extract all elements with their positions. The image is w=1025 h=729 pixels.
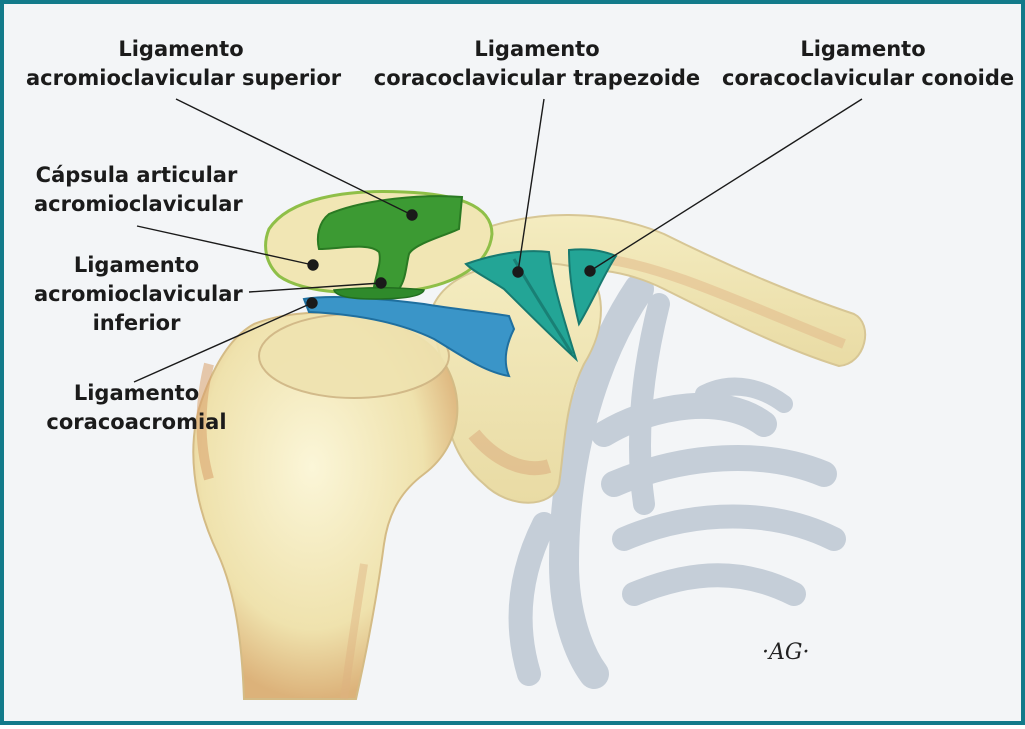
leader-line-coracoacromial xyxy=(133,302,313,383)
shoulder-illustration xyxy=(133,98,867,700)
label-line: acromioclavicular xyxy=(34,282,243,306)
rib xyxy=(612,504,846,551)
scapula-shadow xyxy=(468,429,552,476)
leader-line-ac-inferior xyxy=(248,282,382,293)
leader-dot-trapezoid xyxy=(512,266,524,278)
ac-inferior-ligament xyxy=(333,287,425,300)
rib xyxy=(591,392,777,447)
label-coracoacromial: Ligamento coracoacromial xyxy=(44,379,229,437)
coracoacromial-ligament xyxy=(302,295,516,378)
label-line: Ligamento xyxy=(800,37,926,61)
rib xyxy=(508,512,556,686)
leader-dot-coracoacromial xyxy=(306,297,318,309)
trapezoid-ligament xyxy=(464,250,579,363)
leader-lines xyxy=(133,98,863,383)
leader-dot-ac-inferior xyxy=(375,277,387,289)
label-conoid: Ligamento coracoclavicular conoide xyxy=(722,35,1015,93)
label-line: Ligamento xyxy=(73,253,200,277)
leader-line-capsule xyxy=(136,225,314,266)
leader-line-conoid xyxy=(589,98,863,272)
humerus-shadow xyxy=(196,362,214,481)
leader-line-ac-superior xyxy=(175,98,413,216)
leader-dot-capsule xyxy=(307,259,319,271)
label-line: Ligamento xyxy=(118,37,244,61)
label-ac-inferior: Ligamento acromioclavicular inferior xyxy=(34,251,243,338)
rib xyxy=(601,445,837,497)
label-line: Ligamento xyxy=(73,381,200,405)
leader-dot-conoid xyxy=(584,265,596,277)
rib xyxy=(695,377,793,413)
label-line: coracoacromial xyxy=(46,410,227,434)
artist-signature: ·AG· xyxy=(762,640,810,665)
label-line: acromioclavicular superior xyxy=(26,66,342,90)
label-line: Cápsula articular xyxy=(35,163,238,187)
label-line: coracoclavicular trapezoide xyxy=(373,66,701,90)
leader-dot-ac-superior xyxy=(406,209,418,221)
label-line: acromioclavicular xyxy=(34,192,243,216)
rib xyxy=(622,563,806,606)
conoid-ligament xyxy=(567,248,618,327)
leader-line-trapezoid xyxy=(517,98,545,273)
label-ac-superior: Ligamento acromioclavicular superior xyxy=(26,35,342,93)
clavicle-shadow xyxy=(603,254,846,349)
rib xyxy=(548,274,654,689)
ac-superior-ligament xyxy=(316,195,464,291)
ribs xyxy=(508,274,846,689)
label-line: coracoclavicular conoide xyxy=(722,66,1015,90)
humerus-shadow xyxy=(340,563,368,700)
label-line: inferior xyxy=(92,311,181,335)
label-trapezoid: Ligamento coracoclavicular trapezoide xyxy=(372,35,702,93)
label-line: Ligamento xyxy=(474,37,600,61)
label-capsule: Cápsula articular acromioclavicular xyxy=(34,161,243,219)
